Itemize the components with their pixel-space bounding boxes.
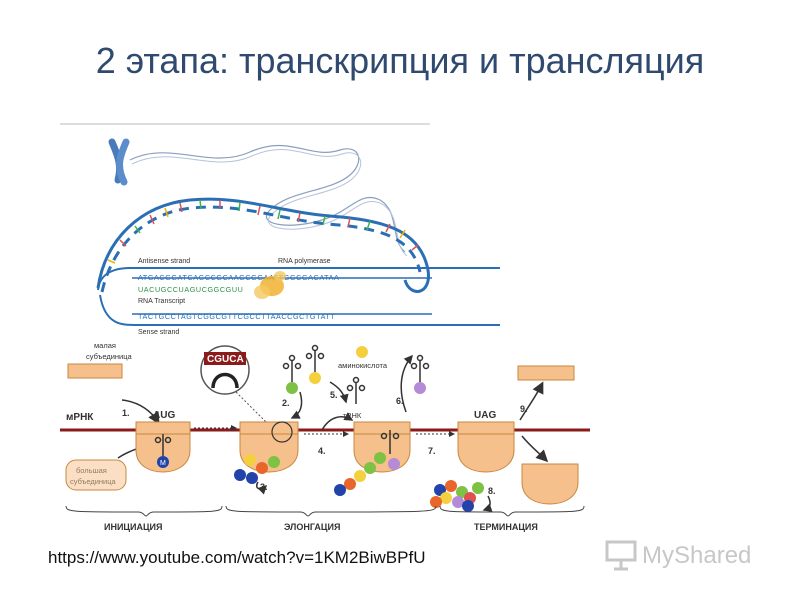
amino-acid-chain [234, 454, 280, 484]
stop-codon-label: UAG [474, 410, 496, 421]
anticodon-label: CGUCA [207, 354, 244, 365]
amino-acid-yellow [309, 372, 321, 384]
source-url[interactable]: https://www.youtube.com/watch?v=1KM2BiwB… [48, 548, 426, 567]
step1-arrow [121, 399, 160, 425]
phase-termination-label: ТЕРМИНАЦИЯ [474, 522, 538, 532]
step8-arrow [482, 495, 493, 512]
phase-brace-initiation [65, 505, 223, 517]
large-subunit-box [65, 459, 127, 491]
step5-arrow [329, 381, 349, 404]
start-codon-label: AUG [153, 410, 175, 421]
sense-sequence: TACTGCCTAGTCGGCGTTCGCCTTAACCGCTGTATT [138, 312, 335, 321]
trna-label: тРНК [343, 411, 362, 420]
transcription-panel: Antisense strand RNA polymerase ATGACGGA… [60, 123, 500, 336]
amino-acid-label: аминокислота [338, 361, 388, 370]
dna-double-helix [96, 197, 430, 293]
step-5-label: 5. [330, 390, 338, 400]
step-2-label: 2. [282, 398, 290, 408]
step-7-label: 7. [428, 446, 436, 456]
step6-arrow [400, 354, 413, 413]
ribosome-initiation: AUG M [135, 410, 191, 473]
rna-polymerase-icon [254, 271, 286, 299]
met-label: M [160, 460, 166, 467]
step2-arrow [290, 391, 303, 419]
anticodon-callout: CGUCA [200, 345, 250, 395]
amino-acid-purple [414, 382, 426, 394]
watermark-text: MyShared [642, 542, 752, 569]
dna-coil-strand [131, 148, 408, 257]
rna-polymerase-label: RNA polymerase [278, 258, 331, 265]
antisense-strand-label: Antisense strand [138, 258, 190, 265]
free-amino-acid [356, 346, 368, 358]
trna-step6 [410, 354, 430, 382]
step9-arrow [519, 381, 544, 421]
dissociated-large-subunit [521, 463, 579, 505]
step3-arrow [255, 481, 268, 495]
step-9-label: 9. [520, 404, 528, 414]
trna-charged [346, 376, 366, 404]
transcription-bubble [97, 267, 500, 326]
phase-elongation-label: ЭЛОНГАЦИЯ [284, 522, 340, 532]
chromosome-icon [108, 138, 130, 186]
trna-icon [154, 434, 172, 456]
amino-acid-green [286, 382, 298, 394]
amino-acid-chain-2 [334, 452, 386, 496]
sense-strand-label: Sense strand [138, 329, 179, 336]
step9-arrow-down [521, 435, 549, 463]
translation-panel: малая субъединица мРНК 1. большая субъед… [60, 341, 590, 532]
step4-curve [321, 412, 354, 431]
antisense-sequence: ATGACGGATCAGCCGCAAGCGGAATTGGCGACATAA [138, 273, 339, 282]
trna-free [305, 344, 325, 372]
mrna-label: мРНК [66, 412, 94, 423]
ribosome-elongation-2 [353, 421, 411, 473]
trna-in-ribosome [380, 430, 400, 454]
met-amino-acid [157, 456, 169, 468]
presentation-icon [605, 540, 637, 571]
small-subunit-box [67, 363, 123, 379]
step-4-label: 4. [318, 446, 326, 456]
step-8-label: 8. [488, 486, 496, 496]
phase-brace-termination [439, 505, 585, 517]
step-3-label: 3. [260, 482, 268, 492]
step-1-label: 1. [122, 408, 130, 418]
phase-initiation-label: ИНИЦИАЦИЯ [104, 522, 163, 532]
small-subunit-label-1: малая [94, 341, 116, 350]
ribosome-termination: UAG [457, 410, 515, 473]
small-subunit-label-2: субъединица [86, 352, 133, 361]
step-6-label: 6. [396, 396, 404, 406]
dissociated-small-subunit [517, 365, 575, 381]
rna-sequence: UACUGCCUAGUCGGCGUU [138, 285, 243, 294]
trna-incoming [282, 354, 302, 382]
released-protein [430, 480, 484, 512]
rna-transcript-label: RNA Transcript [138, 298, 185, 305]
slide-title: 2 этапа: транскрипция и трансляция [95, 40, 705, 81]
phase-brace-elongation [225, 505, 437, 517]
diagram-figure: Antisense strand RNA polymerase ATGACGGA… [60, 123, 590, 532]
watermark-logo: MyShared [604, 536, 774, 576]
dna-coil-strand [129, 144, 406, 253]
